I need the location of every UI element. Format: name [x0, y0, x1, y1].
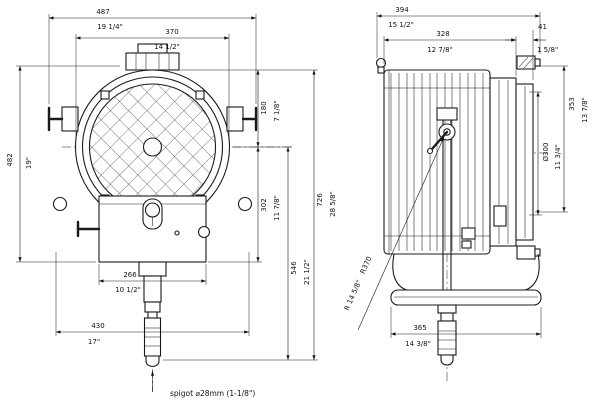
dim-lower-section-in: 11 7/8": [273, 195, 281, 221]
spigot-note: spigot ⌀28mm (1-1/8"): [170, 389, 255, 398]
dim-body-width-mm: 266: [123, 271, 137, 279]
dim-housing-height-mm: 482: [6, 153, 14, 166]
dim-overall-depth-mm: 394: [395, 6, 409, 14]
dim-center-to-spigot-mm: 546: [290, 261, 298, 275]
dim-upper-section-in: 7 1/8": [273, 100, 281, 121]
dim-side-height: 353 13 7/8": [535, 65, 589, 213]
yoke-pivot-left: [52, 196, 68, 212]
dim-body-width-in: 10 1/2": [115, 286, 141, 294]
lens-assembly: [74, 69, 231, 225]
dim-lens-diameter: Ø300 11 3/4": [529, 91, 562, 216]
latch-detail: [461, 227, 476, 240]
dim-upper-section-mm: 180: [260, 101, 268, 114]
dim-front-depth: 41 1 5/8": [505, 23, 558, 80]
dim-housing-width-in: 14 1/2": [154, 43, 180, 51]
dim-total-height-in: 28 5/8": [329, 191, 337, 217]
rim-clip: [195, 90, 205, 100]
ribbed-housing: [383, 69, 491, 255]
dim-total-height-mm: 726: [316, 193, 324, 207]
dim-base-depth-in: 14 3/8": [405, 340, 431, 348]
spigot-front: [138, 261, 167, 368]
dim-yoke-width: 430 17": [55, 252, 250, 346]
dim-right-stack: 180 7 1/8" 302 11 7/8" 546 21 1/2" 726 2…: [163, 69, 337, 361]
dim-overall-width-mm: 487: [96, 8, 109, 16]
dim-overall-width-in: 19 1/4": [97, 23, 123, 31]
rear-eyelet: [375, 57, 387, 74]
yoke-pivot-right: [237, 196, 253, 212]
lamp-body: [76, 195, 211, 263]
dim-housing-width: 370 14 1/2": [75, 28, 230, 140]
spigot-callout: spigot ⌀28mm (1-1/8"): [150, 371, 255, 398]
dim-center-to-spigot-in: 21 1/2": [303, 259, 311, 285]
dim-lens-diameter-mm: Ø300: [542, 143, 550, 162]
side-view: 394 15 1/2" 328 12 7/8" 41 1 5/8" Ø300 1…: [343, 6, 589, 384]
dim-body-depth-in: 12 7/8": [427, 46, 453, 54]
dim-side-height-mm: 353: [568, 97, 576, 110]
bezel-plate: [493, 205, 507, 227]
dim-lower-section-mm: 302: [260, 198, 268, 211]
front-view: 487 19 1/4" 370 14 1/2" 482 19" 180 7 1/…: [6, 8, 337, 398]
dim-side-height-in: 13 7/8": [581, 97, 589, 123]
dim-tilt-radius-in: R 14 5/8": [343, 279, 364, 312]
dim-front-depth-in: 1 5/8": [537, 46, 558, 54]
front-bezel: [489, 77, 534, 247]
dim-overall-depth: 394 15 1/2": [376, 6, 541, 58]
base-runner: [390, 253, 542, 306]
rim-clip: [100, 90, 110, 100]
dim-housing-height: 482 19": [6, 65, 120, 263]
accessory-clip-top: [516, 55, 541, 70]
dim-lens-diameter-in: 11 3/4": [554, 144, 562, 170]
dim-housing-height-in: 19": [25, 157, 33, 169]
focus-knob: [144, 202, 161, 218]
tilt-handle-left: [47, 106, 79, 132]
dim-tilt-radius-mm: R370: [359, 255, 374, 275]
spigot-side: [437, 304, 457, 366]
accessory-clip-bottom: [516, 245, 541, 260]
tilt-handle-right: [226, 106, 258, 132]
dim-base-depth-mm: 365: [413, 324, 426, 332]
dim-overall-depth-in: 15 1/2": [388, 21, 414, 29]
dim-front-depth-mm: 41: [538, 23, 547, 31]
yoke-arm-side: [426, 107, 458, 292]
dim-housing-width-mm: 370: [165, 28, 178, 36]
dim-overall-width: 487 19 1/4": [48, 8, 257, 104]
latch-detail: [461, 240, 472, 249]
dim-yoke-width-mm: 430: [91, 322, 104, 330]
dim-yoke-width-in: 17": [88, 338, 100, 346]
dim-base-depth: 365 14 3/8": [390, 307, 542, 348]
dim-body-depth-mm: 328: [436, 30, 449, 38]
top-mount-bracket: [125, 43, 180, 71]
dim-body-depth: 328 12 7/8": [383, 30, 517, 76]
dim-body-width: 266 10 1/2": [98, 264, 207, 294]
body-knob: [197, 225, 211, 239]
